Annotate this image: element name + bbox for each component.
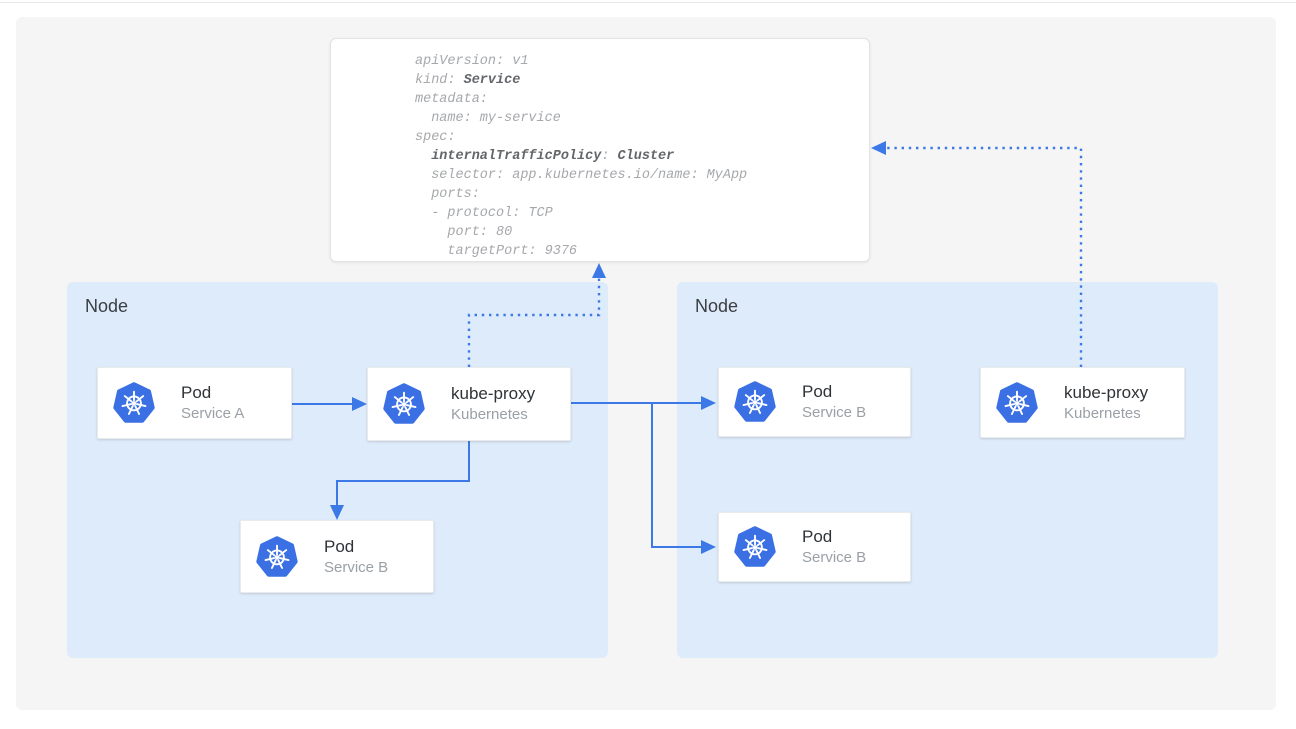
card-subtitle: Kubernetes — [1064, 404, 1141, 422]
card-title: kube-proxy — [1064, 382, 1149, 402]
card-kube-proxy-right: kube-proxy Kubernetes — [980, 367, 1185, 438]
card-subtitle: Service B — [802, 549, 867, 566]
node-label: Node — [695, 296, 739, 316]
yaml-line: kind: Service — [415, 73, 521, 88]
card-subtitle: Service A — [181, 405, 245, 422]
card-pod-service-b-right-top: Pod Service B — [718, 367, 911, 437]
yaml-line: spec: — [415, 130, 456, 145]
kubernetes-icon — [734, 526, 776, 568]
kubernetes-icon — [383, 383, 425, 425]
card-pod-service-b-left: Pod Service B — [240, 520, 434, 593]
card-kube-proxy-left: kube-proxy Kubernetes — [367, 367, 571, 441]
card-subtitle: Kubernetes — [451, 406, 528, 423]
card-pod-service-b-right-bottom: Pod Service B — [718, 512, 911, 582]
yaml-line: metadata: — [415, 92, 488, 107]
kubernetes-icon — [996, 382, 1038, 424]
card-title: Pod — [324, 536, 355, 556]
yaml-config: apiVersion: v1 kind: Service metadata: nam… — [331, 39, 869, 261]
yaml-line: selector: app.kubernetes.io/name: MyApp — [415, 168, 748, 183]
kubernetes-icon — [734, 381, 776, 423]
yaml-line: port: 80 — [415, 225, 513, 240]
card-title: Pod — [802, 382, 833, 401]
yaml-line: name: my-service — [415, 111, 561, 126]
node-label: Node — [85, 296, 129, 316]
yaml-line: apiVersion: v1 — [415, 54, 529, 69]
card-title: Pod — [802, 527, 833, 546]
kubernetes-icon — [113, 382, 155, 424]
card-title: Pod — [181, 383, 212, 402]
node-box-left: Node — [67, 282, 608, 658]
yaml-line: - protocol: TCP — [415, 206, 553, 221]
card-pod-service-a: Pod Service A — [97, 367, 292, 439]
card-title: kube-proxy — [451, 384, 536, 403]
card-subtitle: Service B — [324, 558, 389, 576]
service-yaml-box: apiVersion: v1 kind: Service metadata: nam… — [330, 38, 870, 262]
kubernetes-icon — [256, 536, 298, 578]
card-subtitle: Service B — [802, 404, 867, 421]
yaml-line: targetPort: 9376 — [415, 244, 578, 259]
yaml-line: ports: — [415, 187, 480, 202]
yaml-line: internalTrafficPolicy: Cluster — [431, 149, 675, 164]
node-box-right: Node — [677, 282, 1218, 658]
top-border — [0, 2, 1296, 3]
